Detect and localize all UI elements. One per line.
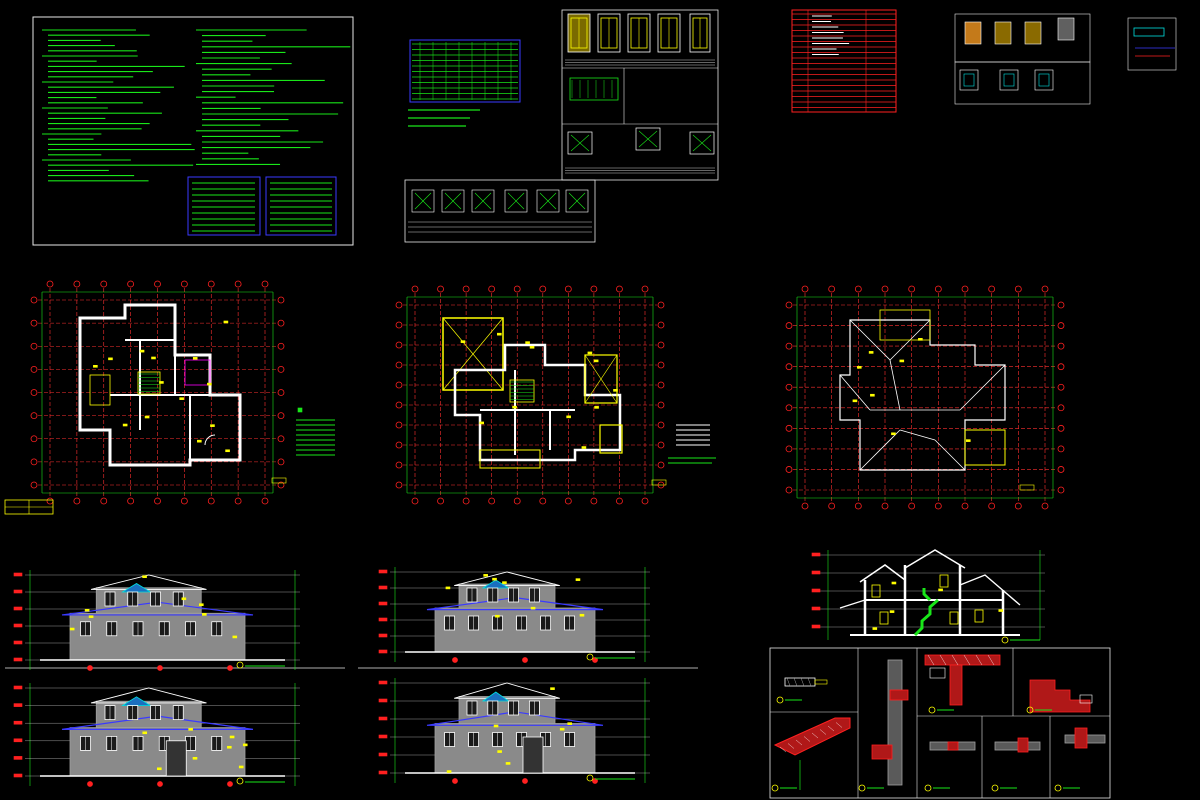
- window-schedule-sheet: [791, 9, 897, 113]
- first-floor-plan: [4, 280, 335, 515]
- design-notes-sheet: [32, 16, 354, 246]
- west-elevation: [378, 678, 650, 784]
- north-elevation: [378, 567, 650, 663]
- second-floor-plan: [395, 285, 716, 505]
- small-details-sheet: [954, 13, 1177, 105]
- construction-details: [769, 647, 1111, 799]
- section-1-1: [811, 549, 1045, 644]
- east-elevation: [13, 683, 300, 787]
- roof-plan: [785, 285, 1065, 510]
- south-elevation: [13, 570, 300, 671]
- door-schedule-sheet: [408, 39, 521, 127]
- door-window-details-sheet: [404, 9, 719, 243]
